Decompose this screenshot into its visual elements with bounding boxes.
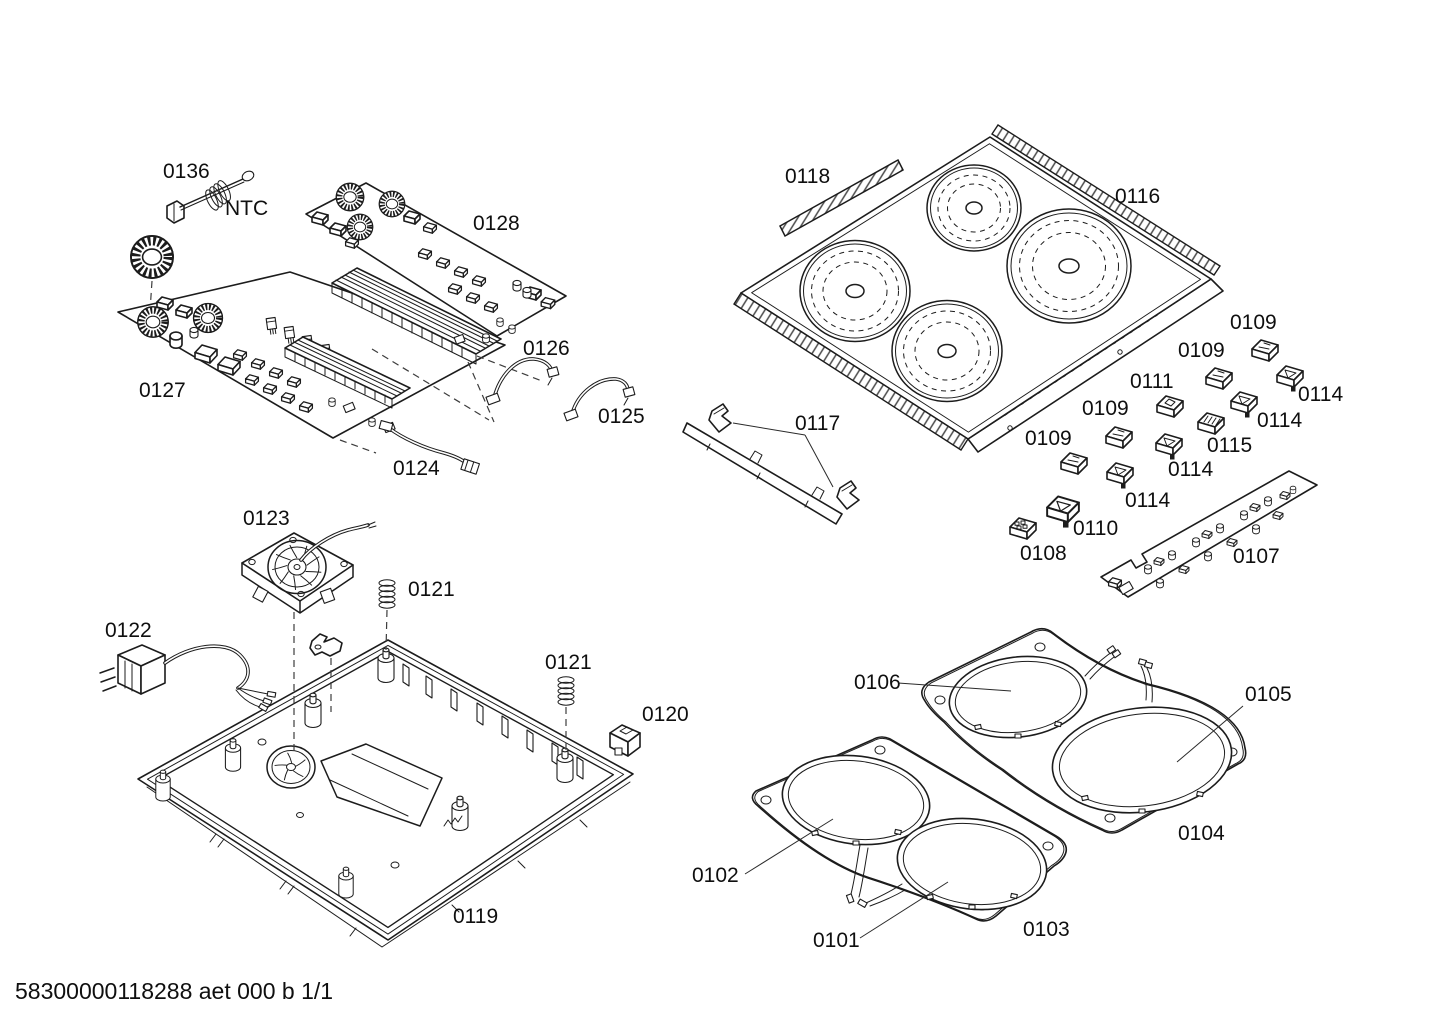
induction-coil-0101 [896, 817, 1048, 911]
part-label-0114: 0114 [1168, 458, 1213, 481]
part-label-0106: 0106 [854, 671, 901, 694]
spring-0121-illustration [378, 579, 396, 651]
induction-coil-0105 [1051, 706, 1233, 814]
burner-ring [799, 239, 911, 343]
filter-board-0128-illustration [305, 183, 567, 365]
button-0114 [1230, 391, 1258, 418]
part-label-0118: 0118 [785, 165, 830, 188]
part-label-0103: 0103 [1023, 918, 1070, 941]
coil-carrier-0104-illustration [897, 627, 1247, 834]
part-label-0120: 0120 [642, 703, 689, 726]
part-label-0121: 0121 [408, 578, 455, 601]
button-0109 [1060, 452, 1088, 475]
jumper-wire-0126-illustration [485, 357, 560, 406]
part-label-0109: 0109 [1178, 339, 1225, 362]
rail-clip [836, 480, 860, 510]
button-0109 [1105, 426, 1133, 449]
part-label-0128: 0128 [473, 212, 520, 235]
part-label-0105: 0105 [1245, 683, 1292, 706]
part-label-0121: 0121 [545, 651, 592, 674]
part-label-0109: 0109 [1082, 397, 1129, 420]
induction-coil-0106 [948, 655, 1088, 739]
part-label-0111: 0111 [1130, 370, 1174, 393]
alignment-dash [371, 348, 490, 421]
part-label-0136: 0136 [163, 160, 210, 183]
part-label-0122: 0122 [105, 619, 152, 642]
burner-ring [926, 164, 1022, 252]
cooktop-cluster [682, 124, 1318, 598]
control-pcb-0107-illustration [1100, 470, 1318, 598]
jumper-wire-0125-illustration [563, 377, 636, 422]
fixing-rail-0117-illustration [682, 403, 860, 525]
burner-ring [1006, 208, 1132, 324]
coil-carrier-cluster [744, 627, 1247, 939]
part-label-0109: 0109 [1025, 427, 1072, 450]
part-label-0110: 0110 [1073, 517, 1118, 540]
alignment-dash [339, 439, 377, 454]
induction-coil-0102 [781, 754, 931, 846]
part-label-0126: 0126 [523, 337, 570, 360]
part-label-0114: 0114 [1125, 489, 1170, 512]
part-label-0104: 0104 [1178, 822, 1225, 845]
coil-carrier-0103-illustration [744, 736, 1068, 939]
base-cluster [99, 521, 641, 948]
base-tray-0119-illustration [137, 639, 634, 948]
electronics-cluster [117, 170, 636, 475]
cable-0124-illustration [378, 420, 481, 475]
part-label-0124: 0124 [393, 457, 440, 480]
button-0111 [1156, 395, 1184, 418]
button-0108 [1009, 517, 1037, 540]
cooling-fan-0123-illustration [241, 521, 377, 752]
part-label-0127: 0127 [139, 379, 186, 402]
connector-0120-illustration [609, 724, 641, 757]
part-label-0119: 0119 [453, 905, 498, 928]
button-0115 [1197, 412, 1225, 435]
part-label-ntc: NTC [225, 197, 268, 220]
part-label-0117: 0117 [795, 412, 840, 435]
mounting-bracket-illustration [309, 633, 343, 657]
part-label-0107: 0107 [1233, 545, 1280, 568]
part-label-0115: 0115 [1207, 434, 1252, 457]
alignment-dash [467, 361, 495, 423]
rail-clip [708, 403, 732, 433]
trim-strip-0118-illustration [779, 158, 904, 238]
part-labels: 0136 NTC 0128 0127 0126 0125 0124 0118 0… [15, 160, 1343, 1004]
burner-ring [891, 299, 1003, 403]
part-label-0114: 0114 [1257, 409, 1302, 432]
button-0114 [1155, 433, 1183, 460]
part-label-0114: 0114 [1298, 383, 1343, 406]
part-label-0101: 0101 [813, 929, 860, 952]
part-label-0108: 0108 [1020, 542, 1067, 565]
part-label-0116: 0116 [1115, 185, 1160, 208]
ntc-sensor-illustration [166, 170, 255, 224]
part-label-0102: 0102 [692, 864, 739, 887]
button-0109 [1251, 339, 1279, 362]
button-0109 [1205, 367, 1233, 390]
document-number: 58300000118288 aet 000 b 1/1 [15, 978, 333, 1004]
part-label-0123: 0123 [243, 507, 290, 530]
part-label-0125: 0125 [598, 405, 645, 428]
button-0114 [1106, 462, 1134, 489]
glass-panel-0116-illustration [733, 124, 1224, 453]
part-label-0109: 0109 [1230, 311, 1277, 334]
power-cord-0122-illustration [99, 644, 277, 712]
